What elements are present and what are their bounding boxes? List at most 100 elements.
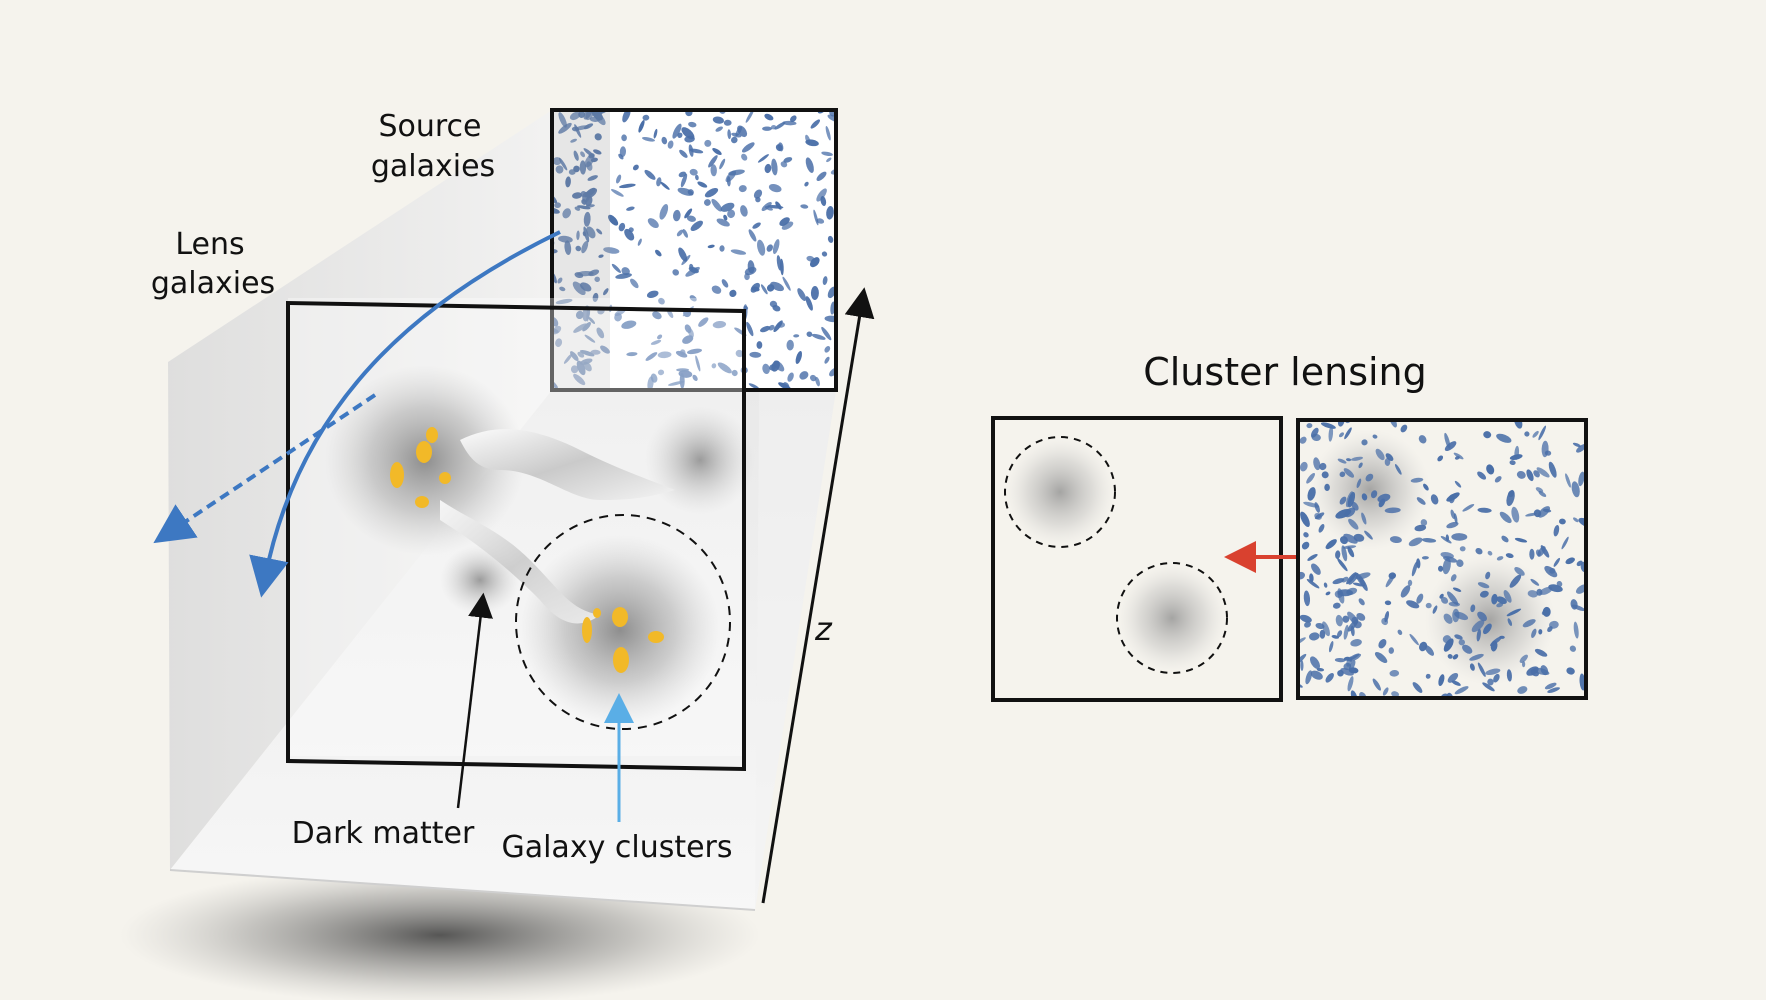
source-galaxy (1491, 593, 1498, 605)
source-galaxy (638, 120, 645, 133)
source-galaxy (1536, 467, 1550, 478)
source-galaxy (1477, 662, 1486, 677)
source-galaxy (735, 349, 744, 358)
source-galaxy (680, 349, 686, 356)
source-galaxy (1454, 686, 1469, 695)
source-galaxy (1535, 549, 1541, 557)
source-galaxy (776, 255, 782, 271)
source-galaxy (584, 187, 596, 198)
source-galaxy (1309, 632, 1320, 641)
source-galaxy (667, 140, 674, 149)
source-galaxy (746, 321, 754, 337)
lens-galaxy (415, 496, 429, 508)
source-galaxy (1416, 558, 1421, 569)
source-galaxy (1432, 605, 1438, 614)
source-galaxy (647, 218, 659, 229)
source-galaxy (766, 244, 773, 252)
source-galaxy (1374, 652, 1388, 663)
source-galaxy (1437, 455, 1444, 462)
source-galaxy (1569, 645, 1577, 652)
dark-matter-pointer (456, 592, 493, 809)
source-galaxy (603, 288, 609, 296)
source-galaxy (1332, 602, 1341, 609)
source-galaxy (1534, 648, 1548, 657)
source-galaxy (594, 276, 600, 283)
source-galaxy (1506, 608, 1522, 617)
source-galaxy (558, 112, 567, 128)
source-galaxy (824, 345, 831, 353)
source-galaxy (1361, 512, 1367, 525)
source-galaxy (1424, 645, 1435, 656)
source-galaxy (570, 365, 579, 374)
source-galaxy (596, 327, 605, 339)
source-galaxy (578, 111, 586, 118)
source-galaxy (686, 215, 697, 222)
source-galaxy (568, 169, 576, 175)
source-galaxy (596, 228, 603, 235)
source-galaxy (646, 290, 659, 298)
source-galaxy (637, 238, 642, 246)
source-galaxy (716, 218, 730, 227)
source-galaxy (1524, 431, 1530, 437)
lens-plane (286, 298, 755, 772)
source-galaxy (762, 126, 772, 131)
source-galaxy (720, 202, 735, 212)
source-galaxy (1477, 582, 1490, 589)
source-galaxy (1310, 670, 1323, 680)
source-galaxy (1540, 545, 1550, 558)
source-galaxy (761, 202, 772, 211)
source-galaxy (1571, 481, 1580, 498)
source-galaxy (1526, 666, 1539, 676)
source-galaxy (1547, 687, 1560, 693)
source-galaxy (562, 208, 572, 219)
source-galaxy (1507, 618, 1513, 626)
source-galaxy (1437, 565, 1444, 572)
source-galaxy (774, 121, 786, 130)
source-galaxy (729, 289, 737, 298)
lensed-galaxy-field (1298, 420, 1586, 698)
source-galaxy (710, 164, 717, 177)
source-galaxy (1358, 462, 1363, 469)
source-galaxy (760, 284, 768, 295)
source-galaxy (1553, 557, 1561, 567)
source-galaxy (1410, 477, 1424, 483)
source-galaxy (811, 333, 826, 340)
source-galaxy (558, 122, 572, 134)
source-galaxy (555, 338, 563, 348)
source-galaxy (1459, 546, 1466, 552)
source-galaxy (1339, 496, 1347, 505)
source-galaxy (728, 169, 745, 176)
source-galaxy (1527, 590, 1538, 598)
source-galaxy (1347, 546, 1355, 558)
source-galaxy (600, 345, 610, 354)
source-galaxy (1344, 507, 1356, 518)
source-panel-frame (550, 108, 838, 392)
source-galaxy (1487, 550, 1493, 556)
lensed-sources-panel (1296, 418, 1588, 700)
source-galaxy (1549, 568, 1556, 574)
source-galaxy (1378, 638, 1387, 649)
source-galaxy (1358, 598, 1365, 606)
source-galaxy (738, 185, 747, 193)
source-galaxy (1458, 639, 1466, 646)
source-galaxy (678, 370, 693, 378)
source-galaxy (655, 249, 662, 257)
source-galaxy (577, 205, 591, 210)
source-galaxy (564, 240, 572, 255)
source-galaxy (1485, 571, 1491, 580)
source-galaxy (804, 181, 809, 187)
source-galaxy (712, 320, 727, 329)
source-galaxy (712, 116, 725, 124)
source-galaxy (652, 311, 662, 320)
lensed-light-ray (249, 230, 561, 598)
source-galaxy (770, 281, 784, 292)
source-galaxy (1340, 667, 1354, 676)
source-galaxy (1365, 473, 1374, 482)
source-galaxy (657, 351, 672, 359)
source-galaxy (678, 247, 688, 262)
lensed-panel-frame (1296, 418, 1588, 700)
source-galaxy (1406, 600, 1420, 609)
source-galaxy (827, 235, 834, 243)
source-galaxy (757, 239, 766, 256)
